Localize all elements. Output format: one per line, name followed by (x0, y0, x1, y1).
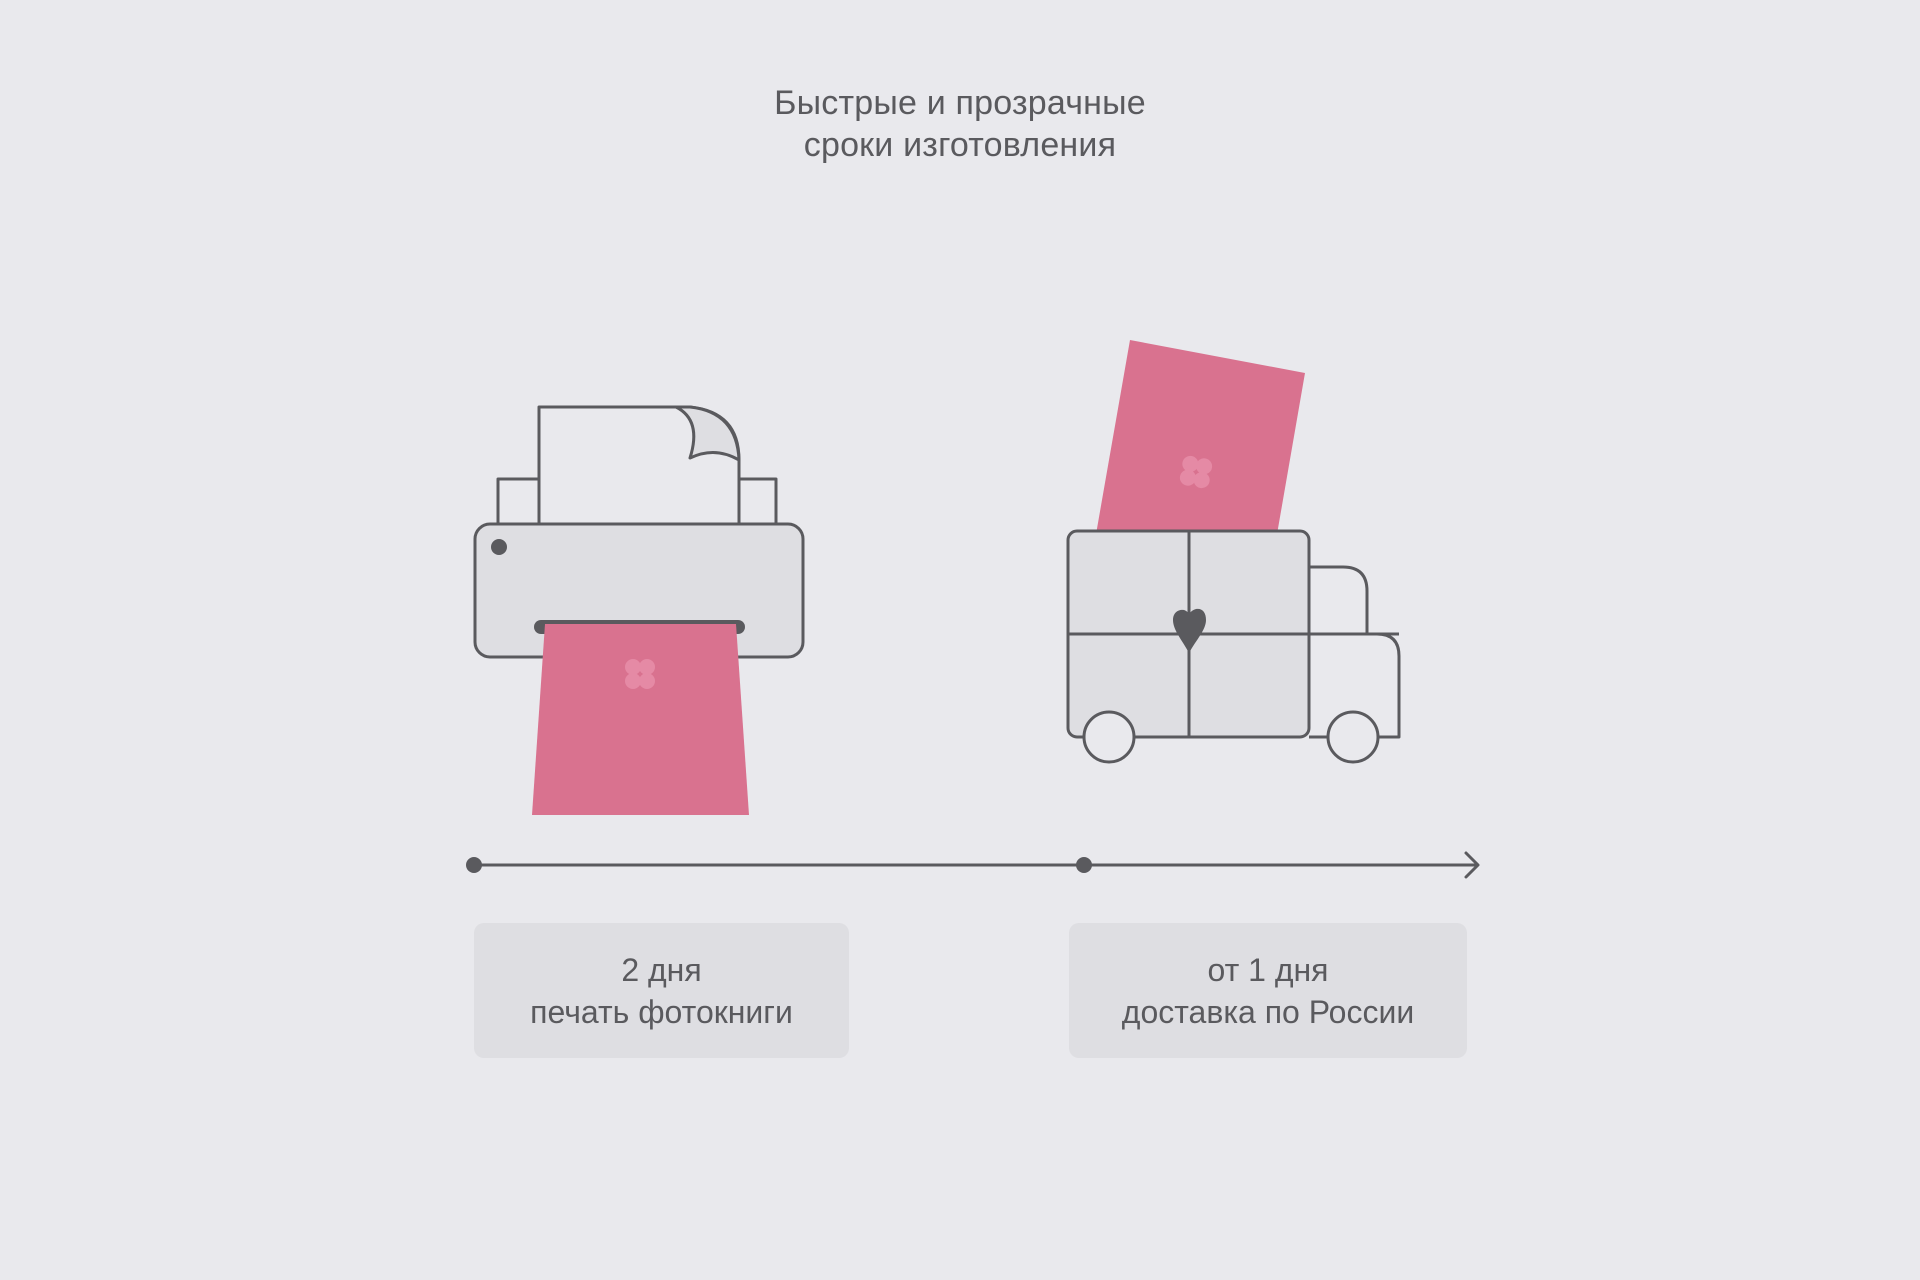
printer-icon (473, 405, 805, 659)
title-line-1: Быстрые и прозрачные (774, 84, 1146, 122)
arrow-right-icon (1464, 851, 1480, 879)
wheel-icon (1326, 710, 1380, 764)
step-label-delivery: от 1 дня доставка по России (1069, 923, 1467, 1058)
photobook-icon (532, 624, 749, 815)
power-button-icon (491, 539, 507, 555)
delivery-truck-icon (1066, 529, 1401, 764)
step-label-printing: 2 дня печать фотокниги (474, 923, 849, 1058)
photobook-icon (1095, 340, 1305, 540)
step-duration: от 1 дня (1207, 951, 1329, 988)
page-title: Быстрые и прозрачные сроки изготовления (0, 82, 1920, 166)
timeline (466, 851, 1480, 879)
step-description: печать фотокниги (530, 993, 793, 1030)
timeline-mid-dot (1076, 857, 1092, 873)
step-duration: 2 дня (621, 951, 702, 988)
step-description: доставка по России (1121, 993, 1415, 1030)
heart-icon (1173, 608, 1206, 653)
title-line-2: сроки изготовления (803, 126, 1117, 164)
wheel-icon (1082, 710, 1136, 764)
timeline-start-dot (466, 857, 482, 873)
paper-curl-icon (674, 405, 741, 462)
